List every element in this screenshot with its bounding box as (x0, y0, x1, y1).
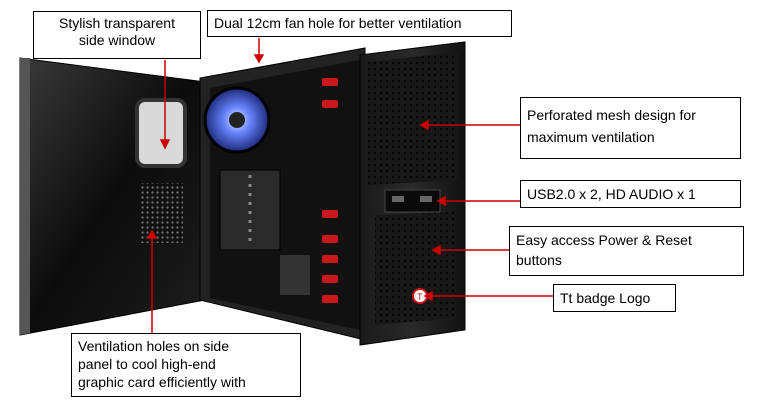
callout-usb: USB2.0 x 2, HD AUDIO x 1 (520, 180, 741, 208)
callout-mesh: Perforated mesh design for maximum venti… (520, 97, 741, 159)
svg-text:T: T (417, 292, 423, 302)
callout-fan-hole: Dual 12cm fan hole for better ventilatio… (207, 10, 512, 37)
callout-arrows (146, 38, 553, 333)
callout-vent-holes-line3: graphic card efficiently with (78, 374, 246, 390)
callout-side-window-line1: Stylish transparent (59, 15, 175, 31)
callout-vent-holes-line2: panel to cool high-end (78, 356, 216, 372)
callout-power-line2: buttons (516, 252, 562, 268)
callout-vent-holes: Ventilation holes on side panel to cool … (71, 333, 301, 397)
front-mesh (368, 52, 458, 185)
side-panel (19, 57, 206, 336)
side-vent-holes (140, 183, 183, 243)
callout-usb-text: USB2.0 x 2, HD AUDIO x 1 (527, 186, 696, 202)
callout-power-line1: Easy access Power & Reset (516, 232, 692, 248)
drive-rails (322, 78, 338, 303)
case-body (199, 47, 366, 341)
callout-side-window-line2: side window (78, 32, 156, 48)
side-window (135, 98, 187, 168)
front-bezel: T (359, 41, 466, 346)
callout-badge-text: Tt badge Logo (560, 290, 651, 306)
callout-mesh-line1: Perforated mesh design for (527, 107, 696, 123)
callout-side-window: Stylish transparent side window (33, 11, 201, 59)
callout-power: Easy access Power & Reset buttons (509, 226, 744, 276)
callout-badge: Tt badge Logo (553, 284, 676, 312)
side-window-arrow-icon (159, 139, 171, 150)
callout-vent-holes-line1: Ventilation holes on side (78, 338, 229, 354)
callout-fan-hole-text: Dual 12cm fan hole for better ventilatio… (214, 15, 462, 31)
callout-mesh-line2: maximum ventilation (527, 129, 655, 145)
